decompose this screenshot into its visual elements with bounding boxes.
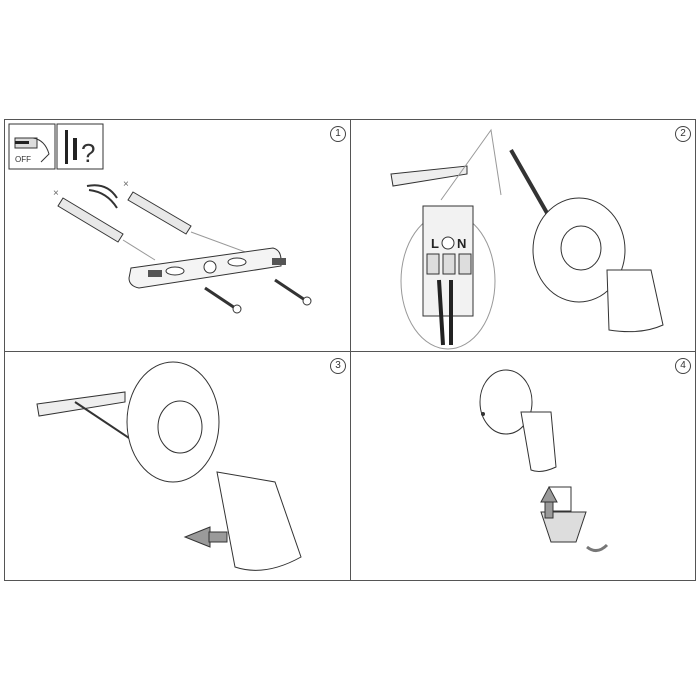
step-1-panel: 1 OFF ? × × (4, 119, 351, 352)
discard-mark: × (123, 179, 129, 190)
step-number-1: 1 (330, 126, 346, 142)
terminal-neutral-label: N (457, 236, 466, 251)
lamp-shade (216, 471, 302, 571)
lamp-base-plate (479, 369, 533, 435)
step-3-illustration (36, 361, 302, 571)
rotate-icon (586, 543, 609, 552)
step-2-panel: 2 L N (350, 119, 696, 352)
discard-mark: × (53, 188, 59, 199)
step-2-illustration: L N (390, 128, 664, 350)
arrow-icon (183, 526, 211, 548)
step-1-illustration: OFF ? × × (8, 123, 312, 314)
step-number-2: 2 (675, 126, 691, 142)
earth-icon (441, 236, 455, 250)
wall-plugs (57, 191, 192, 243)
screws (204, 278, 306, 310)
pliers-icon (86, 184, 118, 209)
step-number-3: 3 (330, 358, 346, 374)
question-mark: ? (81, 138, 95, 168)
step-4-panel: 4 (350, 351, 696, 581)
step-number-4: 4 (675, 358, 691, 374)
step-3-panel: 3 (4, 351, 351, 581)
tools-check-icon (56, 123, 104, 170)
screwdriver-icon (509, 149, 553, 221)
off-label: OFF (15, 155, 31, 164)
step-4-illustration (479, 369, 609, 552)
lamp-shade (520, 411, 557, 472)
terminal-live-label: L (431, 236, 439, 251)
lamp-shade (606, 269, 664, 333)
